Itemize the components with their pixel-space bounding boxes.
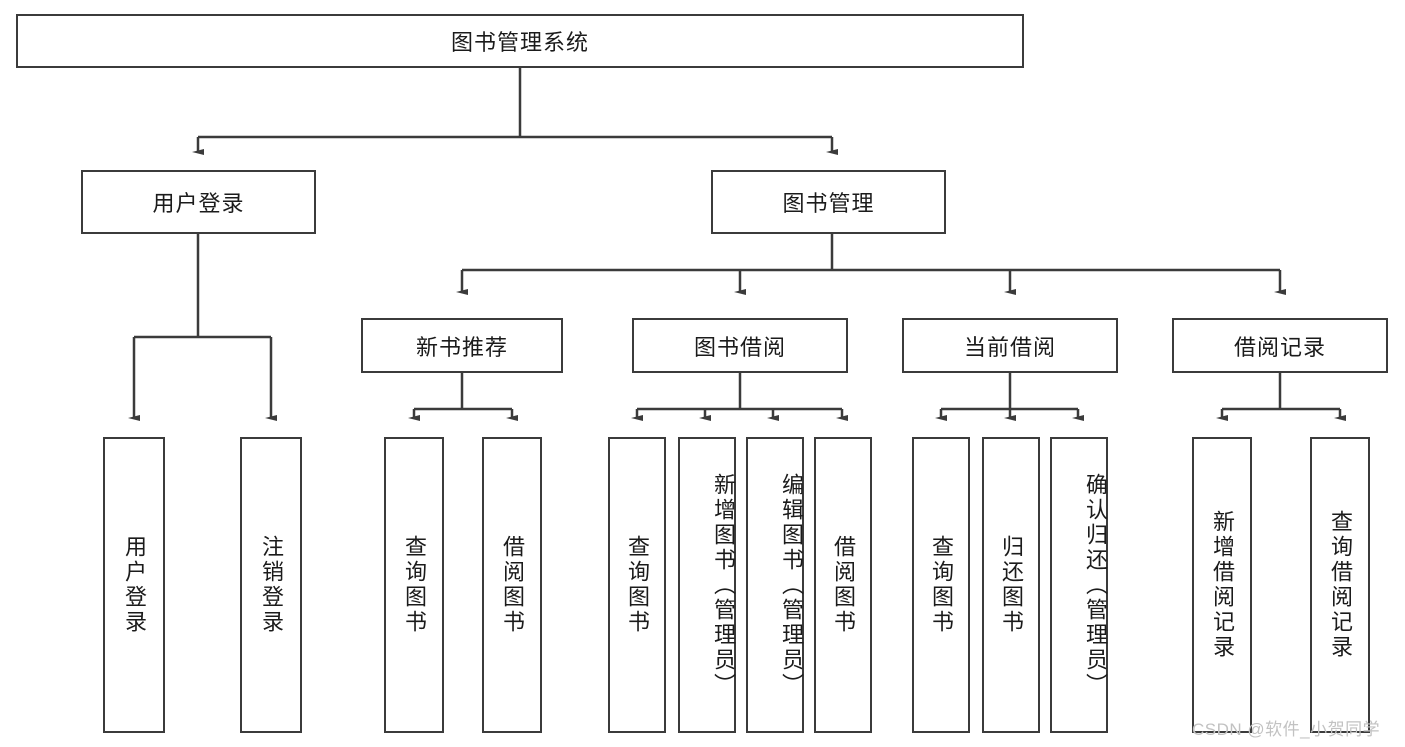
node-book-borrow[interactable]: 图书借阅	[632, 318, 848, 373]
csdn-watermark: CSDN @软件_小贺同学	[1192, 720, 1381, 739]
leaf-current-borrow-confirm-return[interactable]: 确认归还（管理员）	[1050, 437, 1108, 733]
node-root-system[interactable]: 图书管理系统	[16, 14, 1024, 68]
leaf-user-login-logout[interactable]: 注销登录	[240, 437, 302, 733]
leaf-current-borrow-query[interactable]: 查询图书	[912, 437, 970, 733]
leaf-book-borrow-edit[interactable]: 编辑图书（管理员）	[746, 437, 804, 733]
leaf-book-borrow-add[interactable]: 新增图书（管理员）	[678, 437, 736, 733]
leaf-current-borrow-return[interactable]: 归还图书	[982, 437, 1040, 733]
node-current-borrow[interactable]: 当前借阅	[902, 318, 1118, 373]
leaf-new-book-query[interactable]: 查询图书	[384, 437, 444, 733]
node-new-book-recommend[interactable]: 新书推荐	[361, 318, 563, 373]
node-book-management[interactable]: 图书管理	[711, 170, 946, 234]
leaf-new-book-borrow[interactable]: 借阅图书	[482, 437, 542, 733]
node-borrow-record[interactable]: 借阅记录	[1172, 318, 1388, 373]
node-user-login[interactable]: 用户登录	[81, 170, 316, 234]
leaf-borrow-record-query[interactable]: 查询借阅记录	[1310, 437, 1370, 733]
leaf-user-login-login[interactable]: 用户登录	[103, 437, 165, 733]
leaf-borrow-record-add[interactable]: 新增借阅记录	[1192, 437, 1252, 733]
leaf-book-borrow-borrow[interactable]: 借阅图书	[814, 437, 872, 733]
leaf-book-borrow-query[interactable]: 查询图书	[608, 437, 666, 733]
